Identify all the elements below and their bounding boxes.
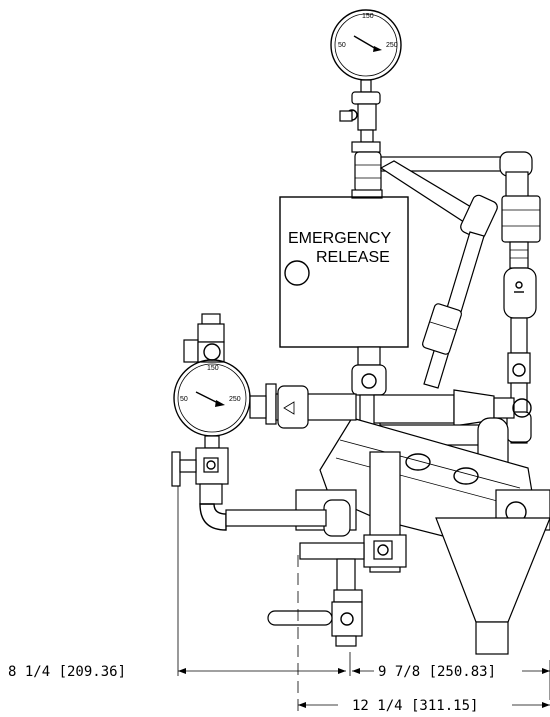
dimension-right: 9 7/8 [250.83] <box>378 664 496 680</box>
panel-title-line2: RELEASE <box>316 249 390 266</box>
dimension-left: 8 1/4 [209.36] <box>8 664 126 680</box>
top-gauge-top-label: 150 <box>362 13 374 20</box>
lower-drain-valve <box>267 542 365 647</box>
top-gauge-right-label: 250 <box>386 42 398 49</box>
left-gauge-top-label: 150 <box>207 365 219 372</box>
top-gauge-left-label: 50 <box>338 42 346 49</box>
top-pressure-gauge: 50 150 250 <box>330 9 402 93</box>
dimension-lines: 8 1/4 [209.36] 9 7/8 [250.83] 12 1/4 [31… <box>8 486 550 714</box>
top-fittings <box>339 91 383 199</box>
emergency-release-box: EMERGENCY RELEASE <box>279 196 409 348</box>
left-gauge-left-label: 50 <box>180 396 188 403</box>
drain-funnel <box>435 517 550 655</box>
upper-right-piping <box>380 151 541 444</box>
left-gauge-assembly: 50 150 250 <box>171 313 357 531</box>
release-button <box>284 260 310 286</box>
dimension-bottom: 12 1/4 [311.15] <box>352 698 478 714</box>
panel-title-line1: EMERGENCY <box>288 230 391 247</box>
diagonal-pipe <box>379 160 498 389</box>
main-valve-body <box>295 417 550 573</box>
left-gauge-right-label: 250 <box>229 396 241 403</box>
